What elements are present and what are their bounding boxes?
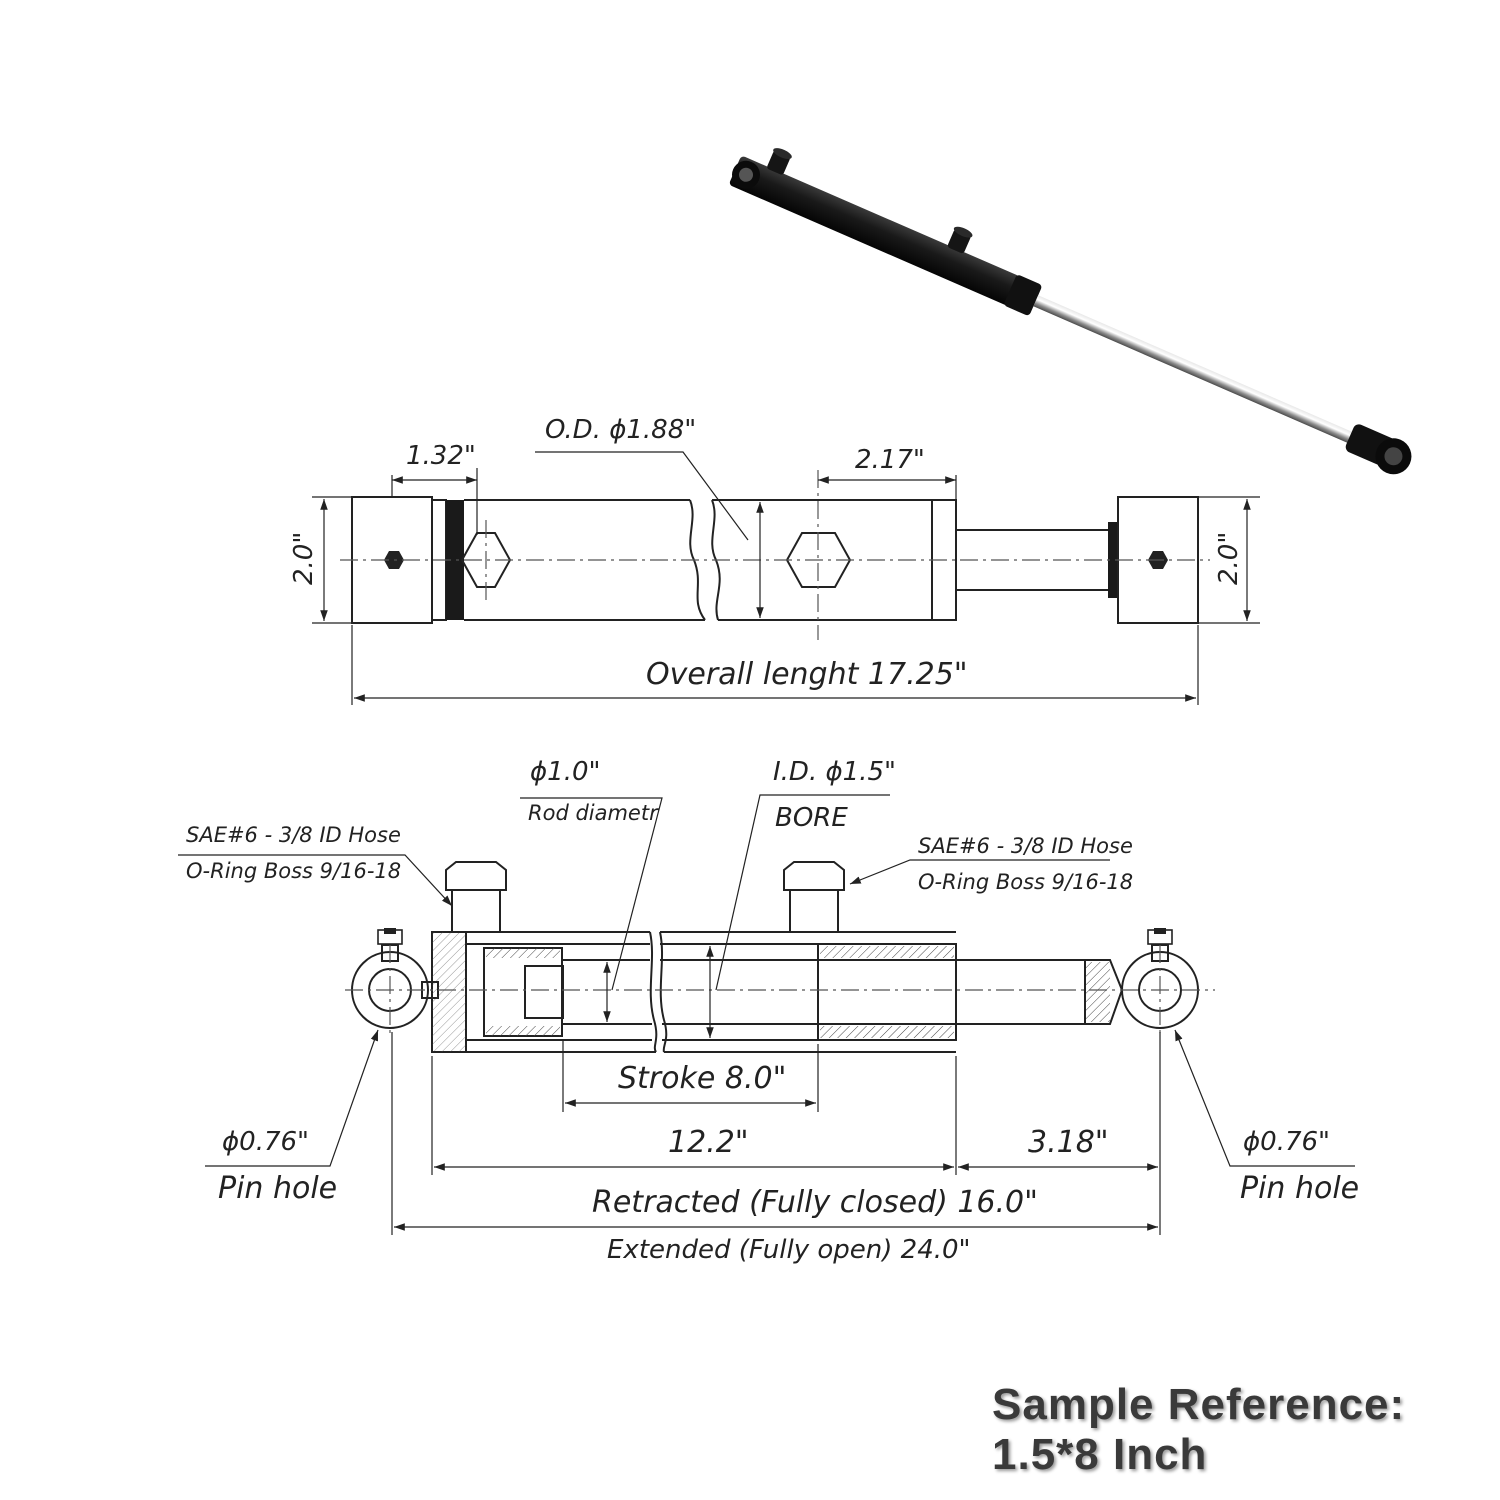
bore-label: BORE [775,803,848,833]
pin-right-dia: ϕ0.76" [1243,1127,1330,1157]
extended-length: Extended (Fully open) 24.0" [607,1235,971,1265]
height-left-label: 2.0" [289,532,319,585]
dim-2-17: 2.17" [855,445,925,475]
stroke-label: Stroke 8.0" [618,1061,786,1096]
sample-reference-note: Sample Reference: 1.5*8 Inch [992,1380,1405,1480]
height-right-label: 2.0" [1214,532,1244,585]
dim-1-32: 1.32" [406,441,476,471]
product-photo [729,148,1412,475]
sample-reference-size: 1.5*8 Inch [992,1430,1208,1479]
pin-right-note: Pin hole [1240,1171,1359,1206]
id-label: I.D. ϕ1.5" [773,757,896,787]
sample-reference-title: Sample Reference: [992,1380,1406,1429]
exterior-view [312,451,1260,705]
port-left-thread: O-Ring Boss 9/16-18 [186,859,401,883]
port-right-spec: SAE#6 - 3/8 ID Hose [918,834,1133,858]
port-right-thread: O-Ring Boss 9/16-18 [918,870,1133,894]
dim-12-2: 12.2" [668,1125,749,1160]
overall-length-label: Overall lenght 17.25" [646,657,968,692]
retracted-length: Retracted (Fully closed) 16.0" [592,1185,1038,1220]
rod-diameter-value: ϕ1.0" [530,757,600,787]
rod-diameter-note: Rod diametr [528,801,659,825]
port-left-spec: SAE#6 - 3/8 ID Hose [186,823,401,847]
od-label: O.D. ϕ1.88" [545,415,696,445]
section-view [178,794,1355,1235]
dim-3-18: 3.18" [1028,1125,1109,1160]
pin-left-dia: ϕ0.76" [222,1127,309,1157]
pin-left-note: Pin hole [218,1171,337,1206]
